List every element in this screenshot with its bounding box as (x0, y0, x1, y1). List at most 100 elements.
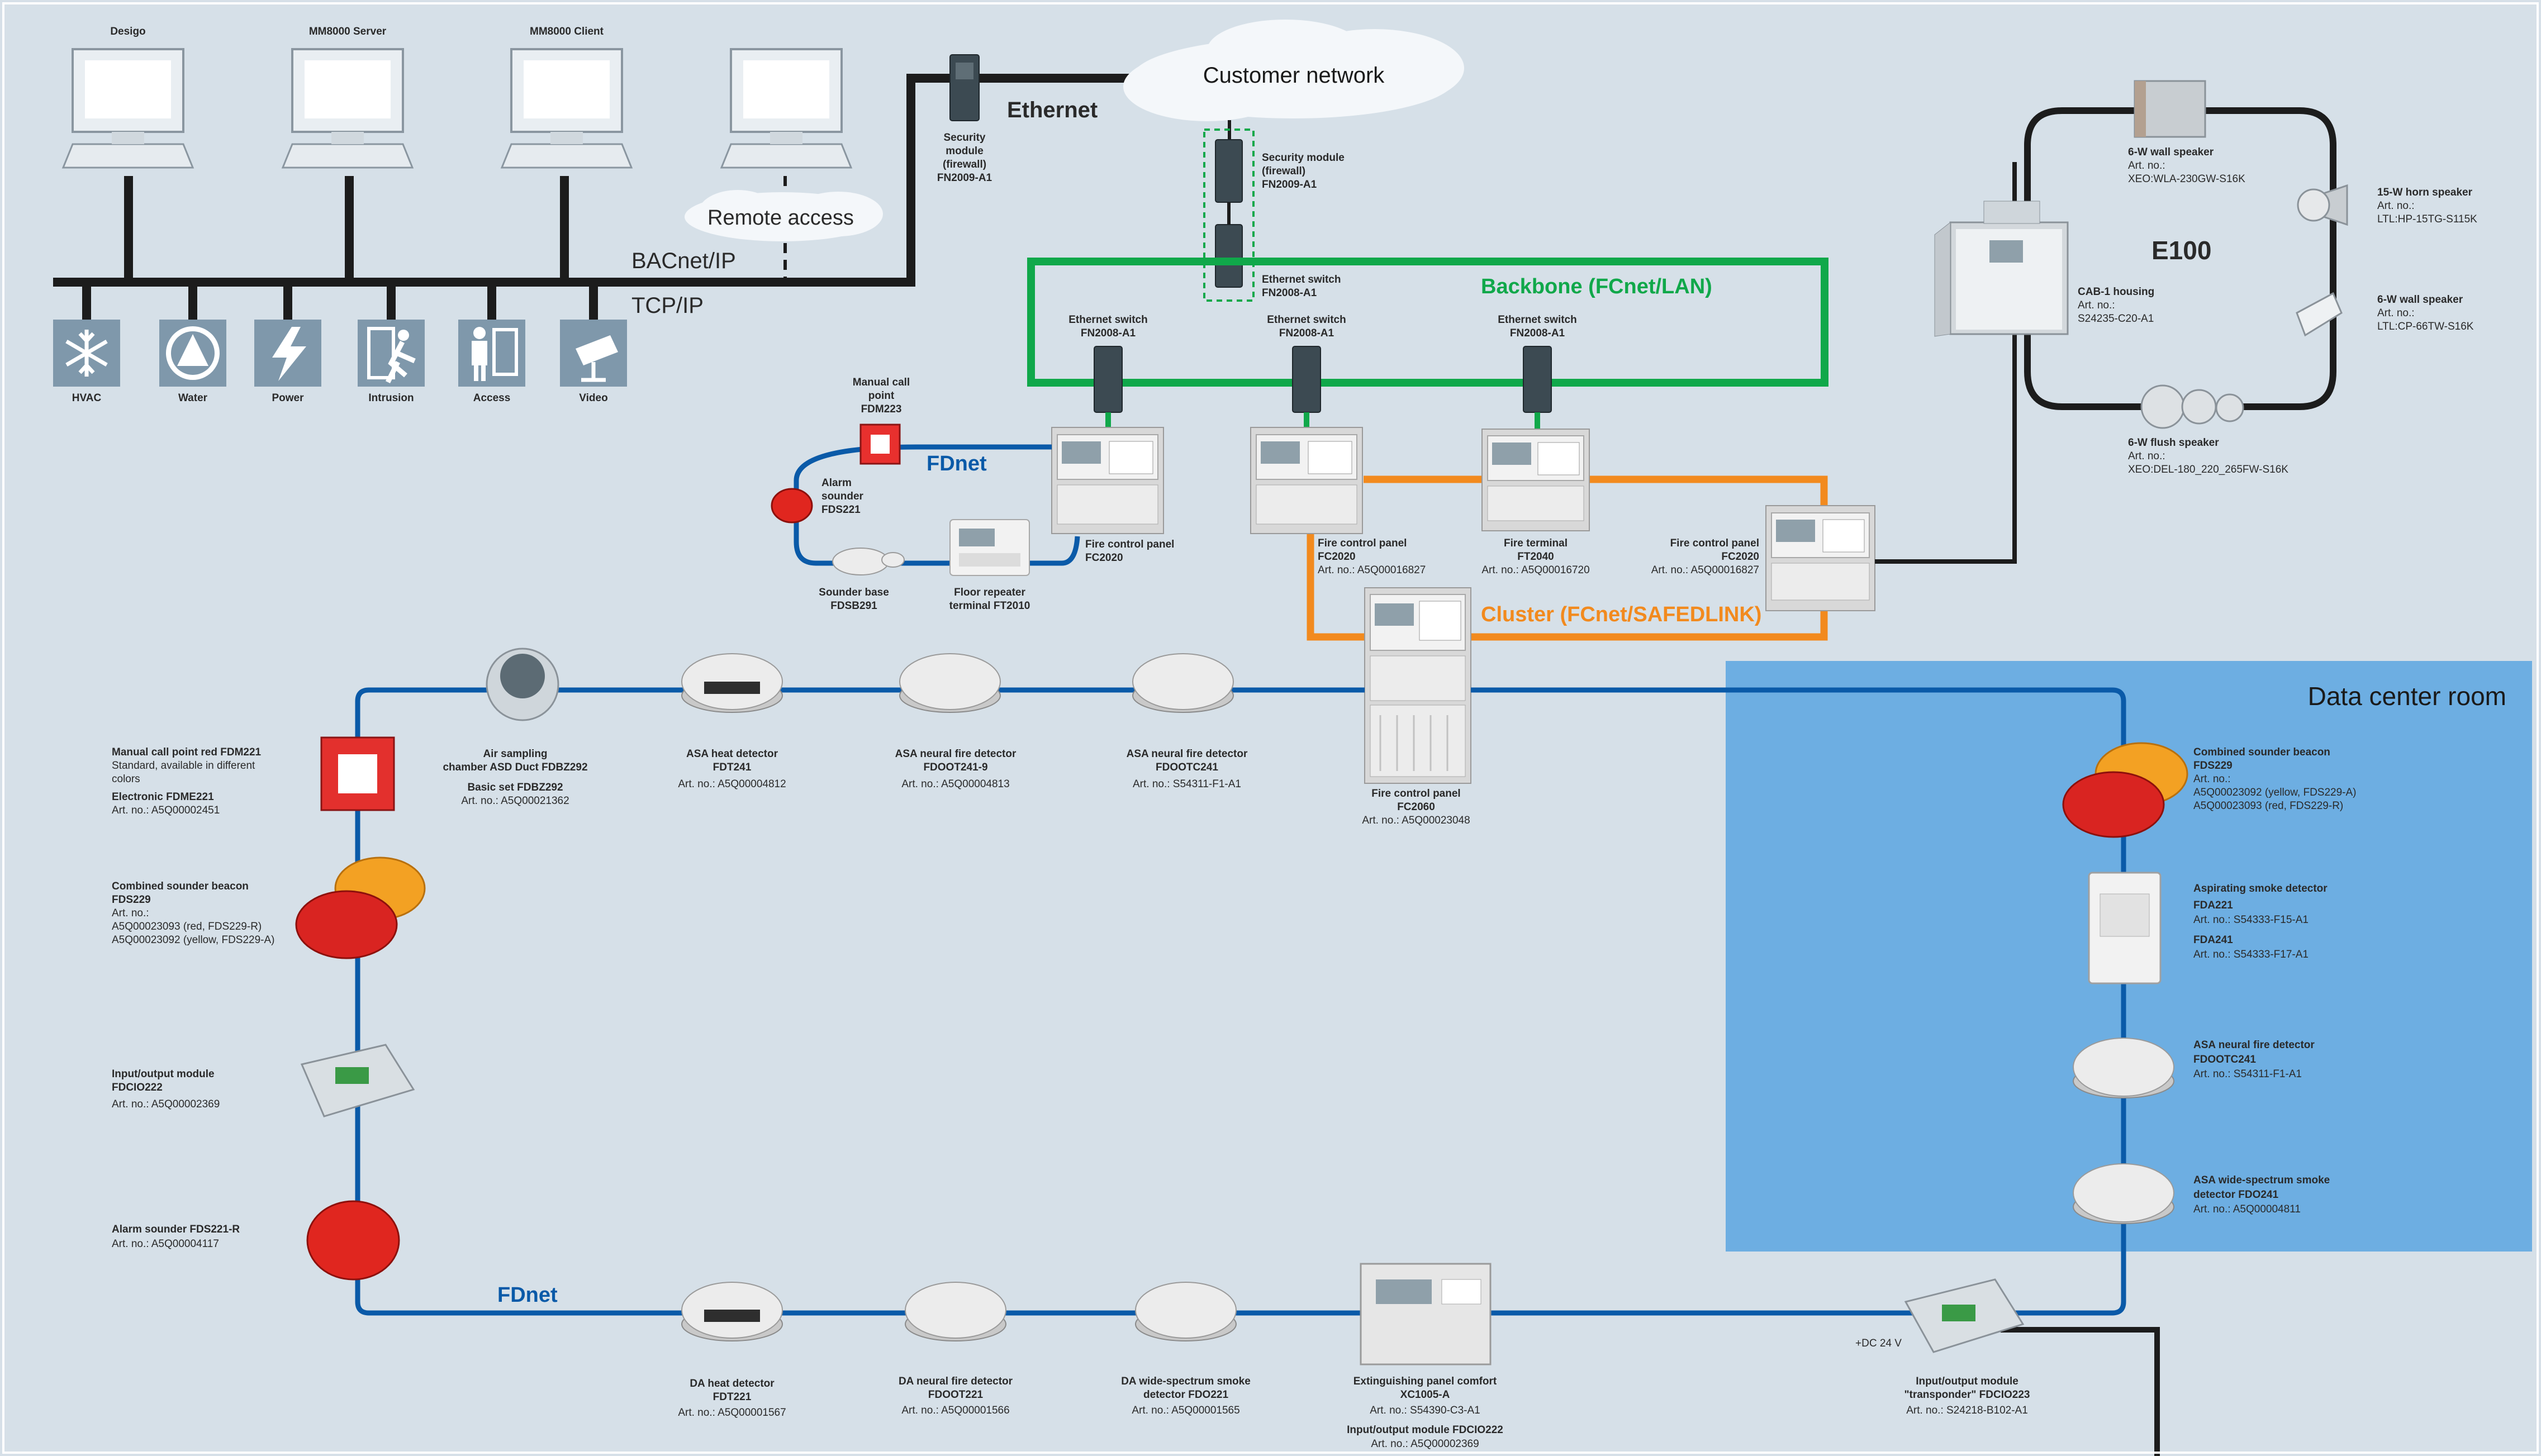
device-label: FDM223 (861, 403, 902, 415)
fire-terminal-ft2040 (1481, 429, 1590, 531)
device-label: Input/output module (1916, 1376, 2018, 1387)
building-system-label: Power (272, 392, 304, 404)
device-label: Art. no.: (2128, 160, 2165, 172)
device-label: FDS229 (112, 894, 151, 906)
ethernet-switch-top (1215, 224, 1243, 288)
input-output-module-transponder (1904, 1278, 2025, 1353)
ethernet-switch-label: Ethernet switch (1068, 314, 1147, 326)
device-label: A5Q00023093 (red, FDS229-R) (112, 921, 262, 932)
workstation-mm8000-server (281, 48, 414, 169)
device-label: Input/output module (112, 1068, 215, 1080)
tcpip-label: TCP/IP (631, 293, 704, 318)
device-label: 6-W flush speaker (2128, 437, 2219, 449)
cluster-network (1307, 475, 1828, 641)
device-label: Art. no.: A5Q00004812 (678, 778, 786, 790)
combined-sounder-beacon-dc (2062, 742, 2188, 838)
security-module-right-label: (firewall) (1262, 165, 1305, 177)
customer-network-cloud (1123, 20, 1464, 121)
ethernet-switch (1523, 346, 1552, 413)
device-label: Art. no.: A5Q00002369 (112, 1098, 220, 1110)
workstation-label: Desigo (110, 26, 145, 37)
device-label: DA wide-spectrum smoke (1121, 1376, 1251, 1387)
panel-label: FC2020 (1318, 551, 1356, 563)
backbone-network (1027, 258, 1828, 387)
device-label: FDOOT241-9 (923, 762, 987, 773)
fire-control-panel-fc2020-right (1765, 505, 1875, 611)
input-output-module (300, 1044, 415, 1117)
device-label: Extinguishing panel comfort (1353, 1376, 1497, 1387)
panel-label: Fire control panel (1670, 537, 1759, 549)
device-label: LTL:HP-15TG-S115K (2377, 213, 2477, 225)
backbone-switches (1094, 346, 1552, 430)
dc24v-link (2001, 1327, 2160, 1456)
device-label: DA heat detector (690, 1378, 775, 1390)
device-label: ASA neural fire detector (1127, 748, 1248, 760)
device-label: XC1005-A (1400, 1389, 1450, 1401)
device-label: FDA241 (2193, 934, 2233, 946)
device-label: Art. no.: A5Q00001567 (678, 1407, 786, 1419)
device-label: Art. no.: S54390-C3-A1 (1370, 1405, 1480, 1416)
alarm-sounder (771, 488, 813, 524)
security-module-left-label: module (946, 145, 984, 157)
device-label: LTL:CP-66TW-S16K (2377, 321, 2474, 332)
asa-wide-spectrum-smoke-detector-dc (2073, 1163, 2174, 1224)
device-label: 6-W wall speaker (2377, 294, 2463, 306)
device-label: Art. no.: S54333-F17-A1 (2193, 949, 2309, 960)
panel-label: Art. no.: A5Q00016827 (1318, 564, 1426, 576)
device-label: Alarm (821, 477, 852, 489)
security-module-frame (1203, 129, 1255, 302)
device-label: XEO:WLA-230GW-S16K (2128, 173, 2245, 185)
device-label: Art. no.: (2128, 450, 2165, 462)
wall-speaker-right (2296, 292, 2343, 337)
ethernet-switch-label: FN2008-A1 (1279, 327, 1334, 339)
device-label: ASA heat detector (686, 748, 778, 760)
device-label: detector FDO241 (2193, 1189, 2278, 1201)
device-label: Basic set FDBZ292 (467, 782, 563, 793)
device-label: Art. no.: A5Q00001565 (1132, 1405, 1239, 1416)
remote-access-label: Remote access (707, 206, 854, 230)
device-label: Art. no.: S54311-F1-A1 (2193, 1068, 2302, 1080)
device-label: Combined sounder beacon (2193, 746, 2330, 758)
aspirating-smoke-detector (2088, 872, 2162, 984)
cluster-label: Cluster (FCnet/SAFEDLINK) (1481, 603, 1761, 626)
device-label: Art. no.: (2078, 299, 2115, 311)
customer-network-label: Customer network (1203, 63, 1385, 88)
workstation-mm8000-client (500, 48, 633, 169)
device-label: point (868, 390, 895, 402)
device-label: FDT241 (713, 762, 752, 773)
device-label: Art. no.: S54333-F15-A1 (2193, 914, 2309, 926)
security-module-right (1215, 139, 1243, 203)
device-label: FDOOT221 (928, 1389, 984, 1401)
building-system-label: Intrusion (368, 392, 414, 404)
device-label: Art. no.: S54311-F1-A1 (1133, 778, 1241, 790)
device-label: terminal FT2010 (949, 600, 1030, 612)
ethernet-switch-label: FN2008-A1 (1081, 327, 1136, 339)
combined-sounder-beacon (295, 857, 426, 959)
device-label: Art. no.: S24218-B102-A1 (1906, 1405, 2028, 1416)
device-label: DA neural fire detector (899, 1376, 1013, 1387)
device-label: ASA neural fire detector (895, 748, 1017, 760)
ethernet-switch (1094, 346, 1123, 413)
device-label: Air sampling (483, 748, 547, 760)
device-label: ASA neural fire detector (2193, 1039, 2315, 1051)
panel-label: Fire control panel (1371, 788, 1460, 800)
floor-repeater-terminal (949, 519, 1030, 576)
cab-1-housing (1934, 201, 2069, 337)
device-label: Combined sounder beacon (112, 881, 249, 892)
backbone-label: Backbone (FCnet/LAN) (1481, 275, 1712, 298)
flush-speakers (2140, 384, 2244, 429)
device-label: FDOOTC241 (2193, 1054, 2256, 1065)
building-system-label: HVAC (72, 392, 102, 404)
device-label: Art. no.: A5Q00001566 (901, 1405, 1009, 1416)
device-label: A5Q00023092 (yellow, FDS229-A) (112, 934, 275, 946)
bacnet-label: BACnet/IP (631, 249, 736, 273)
workstation-remote (720, 48, 853, 169)
asa-neural-fire-detector (1132, 653, 1234, 713)
air-sampling-chamber (486, 648, 559, 721)
device-label: Art. no.: A5Q00002451 (112, 805, 220, 816)
da-neural-fire-detector (905, 1282, 1006, 1341)
ethernet-label: Ethernet (1007, 98, 1098, 122)
building-system-icons (53, 320, 627, 387)
